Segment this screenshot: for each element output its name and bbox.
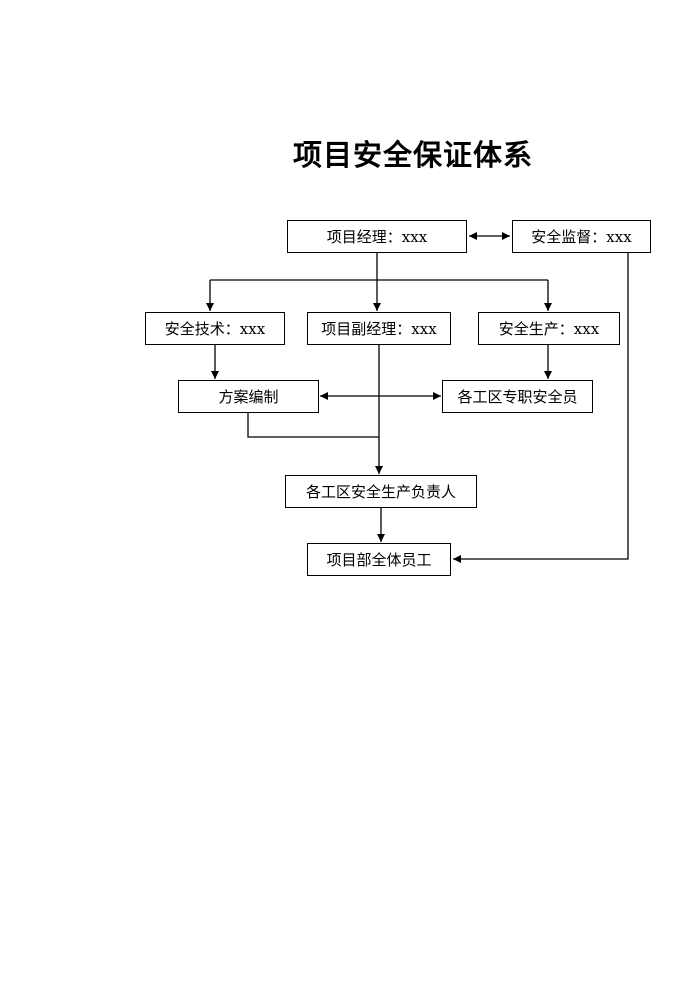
diagram-title: 项目安全保证体系 xyxy=(292,138,534,172)
node-all-project-staff: 项目部全体员工 xyxy=(307,543,451,576)
node-safety-technology: 安全技术：xxx xyxy=(145,312,285,345)
node-safety-production: 安全生产：xxx xyxy=(478,312,620,345)
node-plan-preparation: 方案编制 xyxy=(178,380,319,413)
node-zone-production-leaders: 各工区安全生产负责人 xyxy=(285,475,477,508)
node-deputy-project-manager: 项目副经理：xxx xyxy=(307,312,451,345)
node-project-manager: 项目经理：xxx xyxy=(287,220,467,253)
node-safety-supervision: 安全监督：xxx xyxy=(512,220,651,253)
node-zone-safety-officers: 各工区专职安全员 xyxy=(442,380,593,413)
